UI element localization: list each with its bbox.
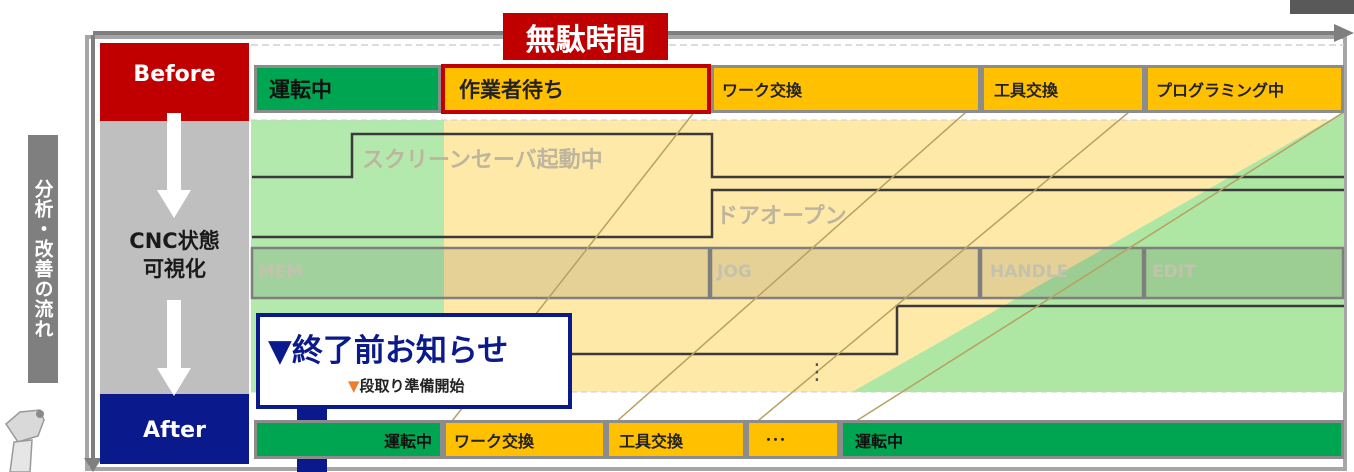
process-flow-label: 分析・改善の流れ [28, 135, 58, 383]
screensaver-signal [252, 132, 1344, 179]
waste-time-title: 無駄時間 [503, 13, 668, 60]
before-seg-work-change: ワーク交換 [711, 65, 981, 113]
frame [85, 35, 1347, 471]
mode-mem-label: MEM [258, 262, 304, 282]
after-seg-running-1: 運転中 [254, 420, 443, 459]
cnc-label-line1: CNC状態 [129, 229, 220, 253]
time-arrowhead [1334, 24, 1354, 42]
orange-triangle-icon: ▼ [348, 377, 360, 395]
door-open-label: ドアオープン [716, 204, 847, 229]
mode-handle-label: HANDLE [990, 262, 1069, 282]
before-label: Before [133, 62, 216, 87]
projection-lines [444, 96, 1345, 431]
after-seg-tool-change: 工具交換 [606, 420, 746, 459]
mode-handle [979, 246, 1145, 300]
bg-green-triangle [852, 112, 1344, 392]
down-arrows [157, 113, 191, 396]
after-seg-work-change: ワーク交換 [443, 420, 606, 459]
notice-title: ▼終了前お知らせ [268, 333, 509, 369]
mode-jog [709, 246, 981, 300]
mode-edit [1143, 246, 1345, 300]
before-seg-running: 運転中 [254, 65, 441, 113]
mode-jog-label: JOG [717, 262, 752, 282]
after-seg-more: ･･･ [746, 420, 840, 459]
notice-sub-text: 段取り準備開始 [359, 377, 465, 395]
before-seg-operator-wait: 作業者待ち [441, 64, 711, 114]
after-box [100, 394, 249, 464]
before-seg-programming: プログラミング中 [1145, 65, 1344, 113]
notice-signal [540, 304, 1344, 356]
cnc-label-line2: 可視化 [143, 257, 206, 281]
after-seg-running-2: 運転中 [840, 420, 1344, 459]
notice-subtitle: ▼段取り準備開始 [348, 375, 465, 396]
corner-block [1290, 0, 1354, 14]
ellipsis-vertical: ⋮ [806, 360, 828, 385]
mode-row [250, 246, 1345, 300]
screensaver-label: スクリーンセーバ起動中 [362, 148, 603, 173]
robot-figure-icon [5, 409, 45, 472]
before-seg-tool-change: 工具交換 [981, 65, 1145, 113]
door-signal [252, 188, 1344, 239]
axis-arrowhead [84, 458, 102, 472]
mode-mem [250, 246, 711, 300]
mode-edit-label: EDIT [1152, 262, 1196, 282]
cnc-label: CNC状態 可視化 [100, 227, 249, 283]
before-box [100, 43, 249, 121]
after-label: After [143, 418, 206, 443]
notice-box: ▼終了前お知らせ ▼段取り準備開始 [256, 313, 572, 409]
